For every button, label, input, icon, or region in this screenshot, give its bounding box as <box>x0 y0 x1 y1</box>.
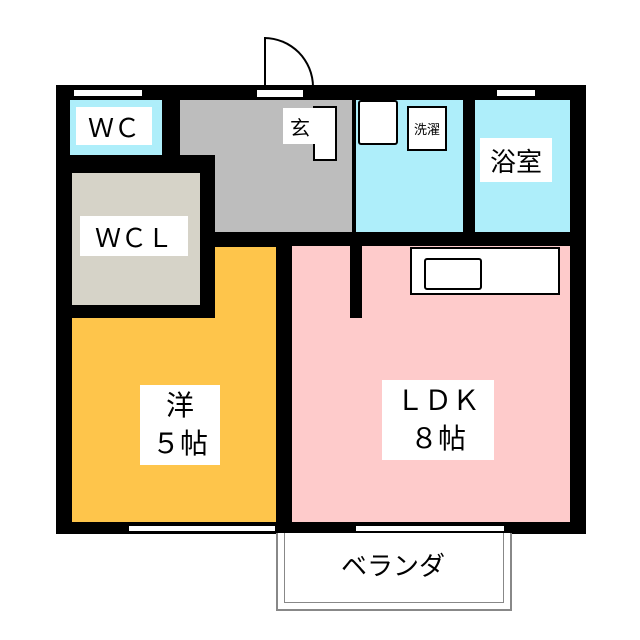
ldk-partition <box>350 240 362 318</box>
western-size: ５帖 <box>151 427 208 460</box>
label-wcl: ＷＣＬ <box>80 216 188 256</box>
window-ldk <box>355 525 505 532</box>
window-bath <box>496 89 536 97</box>
ldk-size: ８帖 <box>409 422 466 455</box>
balcony: ベランダ <box>276 533 512 611</box>
balcony-inner <box>284 533 504 603</box>
label-balcony: ベランダ <box>318 547 468 582</box>
washbasin <box>358 100 398 145</box>
label-bath: 浴室 <box>480 138 552 182</box>
label-laundry: 洗濯 <box>410 114 444 142</box>
window-wc <box>73 89 143 97</box>
western-name: 洋 <box>165 389 194 422</box>
door-entrance-frame <box>256 89 304 98</box>
ldk-name: ＬＤＫ <box>395 384 480 417</box>
label-wc: ＷＣ <box>76 107 152 145</box>
label-western: 洋 ５帖 <box>140 385 220 465</box>
label-entrance: 玄 <box>283 108 317 144</box>
label-ldk: ＬＤＫ ８帖 <box>382 380 494 460</box>
front-door[interactable] <box>264 37 314 87</box>
sink <box>424 258 482 290</box>
window-western <box>128 525 276 532</box>
